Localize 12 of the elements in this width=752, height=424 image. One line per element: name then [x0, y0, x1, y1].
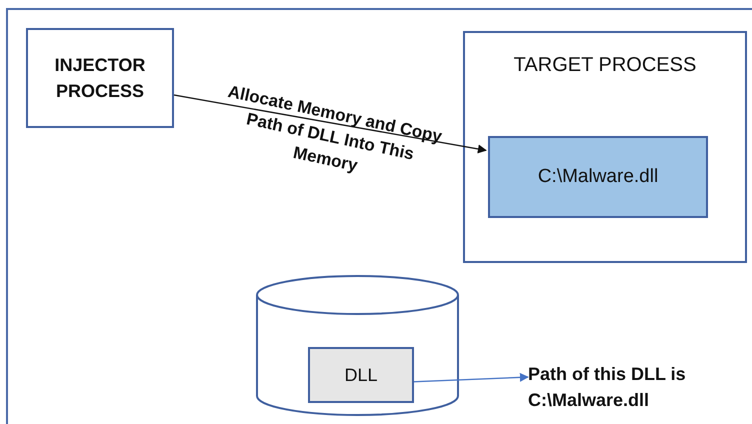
box-label: DLL — [344, 364, 378, 387]
note-text: Path of this DLL is C:\Malware.dll — [528, 362, 687, 412]
edge-label: Allocate Memory and Copy Path of DLL Into This Memory — [225, 80, 445, 177]
arrow — [174, 94, 487, 154]
box-label: INJECTOR PROCESS — [54, 54, 146, 103]
container-title: TARGET PROCESS — [514, 53, 696, 78]
memory-box — [488, 136, 708, 218]
arrow — [414, 372, 529, 382]
process-box — [26, 28, 174, 128]
file-box — [308, 347, 414, 403]
box-label: C:\Malware.dll — [538, 165, 658, 190]
process-container — [463, 31, 747, 263]
